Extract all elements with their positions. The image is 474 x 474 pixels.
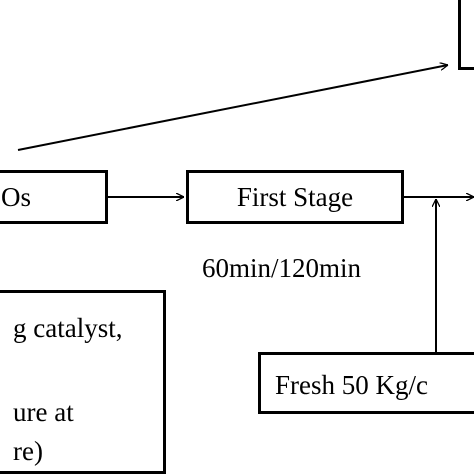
- first-stage-box: First Stage: [186, 170, 404, 224]
- left-stage-box: Os: [0, 170, 108, 224]
- fresh-feed-box: Fresh 50 Kg/c: [258, 352, 474, 414]
- conditions-note-box: g catalyst, ure at re): [0, 290, 166, 474]
- arrow-to-top-right-box: [17, 65, 448, 151]
- left-stage-label: Os: [1, 182, 32, 212]
- note-line-2: ure at: [13, 397, 74, 427]
- top-right-box: [458, 0, 474, 70]
- first-stage-label: First Stage: [236, 182, 354, 212]
- note-line-3: re): [13, 436, 43, 466]
- first-stage-time: 60min/120min: [202, 253, 362, 283]
- fresh-feed-label: Fresh 50 Kg/c: [275, 370, 428, 400]
- note-line-1: g catalyst,: [13, 313, 123, 343]
